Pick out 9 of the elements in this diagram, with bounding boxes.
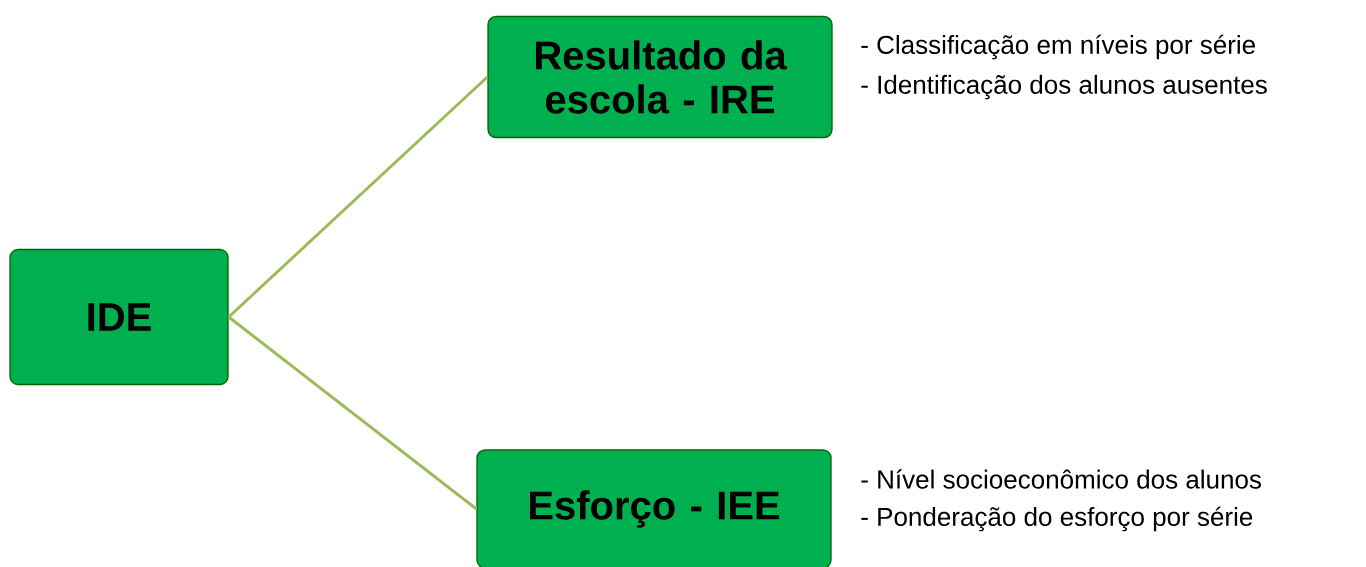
bullet-text: - Nível socioeconômico dos alunos	[861, 469, 1261, 489]
connector-line	[227, 315, 478, 511]
connector-line	[227, 75, 489, 319]
bullet-text: - Identificação dos alunos ausentes	[861, 74, 1267, 100]
process-box: Resultado da escola - IRE	[487, 15, 833, 139]
bullet-text: - Classificação em níveis por série	[861, 34, 1255, 60]
process-box: IDE	[9, 248, 229, 386]
bullet-text: - Ponderação do esforço por série	[861, 506, 1253, 532]
process-box: Esforço - IEE	[476, 449, 832, 567]
